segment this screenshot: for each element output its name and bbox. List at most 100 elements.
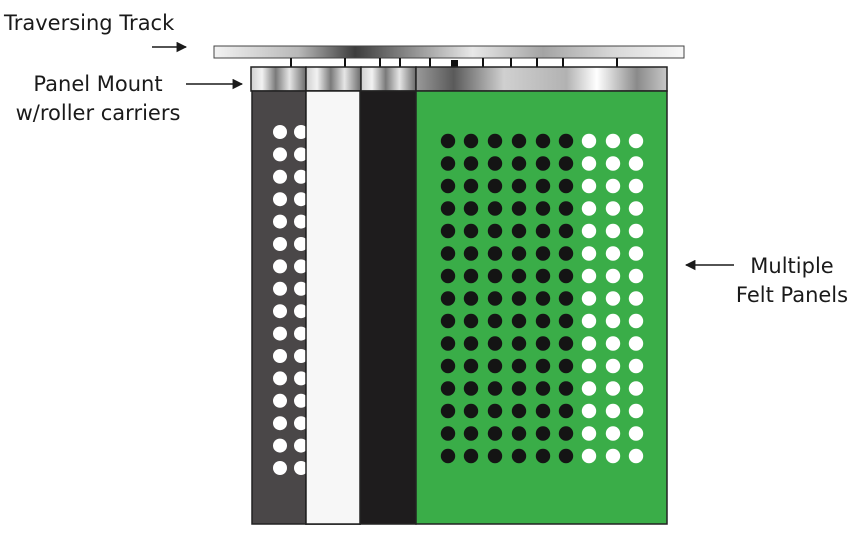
felt-hole: [605, 358, 621, 374]
felt-hole: [581, 223, 597, 239]
felt-hole: [628, 268, 644, 284]
felt-hole: [487, 223, 503, 239]
felt-hole: [294, 326, 308, 341]
felt-hole: [463, 358, 479, 374]
panel-mount-label: Panel Mount w/roller carriers: [0, 70, 196, 128]
felt-hole: [558, 381, 574, 396]
felt-hole: [463, 268, 479, 284]
felt-hole: [440, 358, 456, 374]
felt-hole: [440, 291, 456, 306]
felt-hole: [558, 268, 574, 284]
felt-hole: [294, 393, 308, 408]
green-panel-holes: [440, 133, 644, 464]
felt-hole: [463, 133, 479, 149]
felt-hole: [581, 268, 597, 284]
felt-hole: [487, 246, 503, 261]
track-carrier-block: [451, 60, 458, 68]
felt-hole: [628, 381, 644, 396]
felt-hole: [294, 371, 308, 386]
felt-hole: [605, 246, 621, 261]
felt-hole: [511, 313, 527, 329]
felt-hole: [511, 358, 527, 374]
felt-hole: [628, 201, 644, 216]
felt-hole: [487, 268, 503, 284]
felt-hole: [463, 448, 479, 464]
felt-hole: [273, 371, 287, 386]
mount-1: [250, 66, 307, 92]
felt-hole: [294, 125, 308, 139]
felt-hole: [511, 268, 527, 284]
felt-hole: [487, 313, 503, 329]
felt-hole: [535, 268, 551, 284]
felt-hole: [273, 125, 287, 139]
felt-hole: [273, 438, 287, 453]
mount-2: [305, 66, 362, 92]
felt-hole: [440, 381, 456, 396]
felt-hole: [581, 336, 597, 351]
felt-hole: [273, 326, 287, 341]
felt-hole: [605, 381, 621, 396]
felt-hole: [294, 438, 308, 453]
felt-panels-label: Multiple Felt Panels: [728, 252, 856, 310]
felt-hole: [581, 426, 597, 441]
felt-hole: [273, 416, 287, 431]
felt-hole: [581, 201, 597, 216]
felt-hole: [558, 291, 574, 306]
felt-hole: [581, 448, 597, 464]
felt-hole: [294, 147, 308, 162]
traversing-track-text: Traversing Track: [4, 11, 175, 35]
felt-hole: [440, 426, 456, 441]
felt-hole: [558, 178, 574, 194]
felt-hole: [535, 336, 551, 351]
felt-hole: [558, 313, 574, 329]
felt-hole: [463, 223, 479, 239]
white-felt-panel-front: [305, 90, 361, 525]
felt-hole: [535, 133, 551, 149]
felt-hole: [558, 358, 574, 374]
felt-hole: [463, 291, 479, 306]
felt-hole: [535, 156, 551, 171]
felt-hole: [581, 156, 597, 171]
felt-hole: [440, 313, 456, 329]
felt-hole: [294, 349, 308, 363]
felt-hole: [511, 336, 527, 351]
felt-hole: [273, 147, 287, 162]
felt-hole: [294, 416, 308, 431]
felt-hole: [605, 313, 621, 329]
felt-hole: [581, 291, 597, 306]
felt-hole: [294, 304, 308, 319]
felt-hole: [558, 133, 574, 149]
felt-hole: [581, 381, 597, 396]
felt-hole: [440, 336, 456, 351]
felt-hole: [605, 268, 621, 284]
felt-hole: [628, 246, 644, 261]
felt-hole: [535, 201, 551, 216]
dark-gray-panel-holes: [273, 125, 308, 475]
felt-hole: [558, 156, 574, 171]
felt-hole: [628, 426, 644, 441]
felt-hole: [511, 178, 527, 194]
felt-hole: [511, 133, 527, 149]
felt-hole: [487, 133, 503, 149]
felt-hole: [558, 448, 574, 464]
mount-3: [360, 66, 417, 92]
felt-hole: [440, 201, 456, 216]
felt-hole: [463, 336, 479, 351]
felt-hole: [628, 313, 644, 329]
felt-hole: [440, 156, 456, 171]
felt-hole: [511, 246, 527, 261]
felt-hole: [581, 403, 597, 419]
traversing-track-label: Traversing Track: [4, 9, 174, 38]
felt-hole: [628, 178, 644, 194]
felt-hole: [535, 448, 551, 464]
felt-hole: [605, 448, 621, 464]
felt-hole: [628, 291, 644, 306]
mount-4: [415, 66, 668, 92]
felt-hole: [581, 358, 597, 374]
felt-panels-line1: Multiple: [750, 254, 834, 278]
felt-hole: [463, 246, 479, 261]
felt-hole: [273, 214, 287, 229]
felt-hole: [463, 426, 479, 441]
felt-hole: [558, 336, 574, 351]
felt-hole: [294, 461, 308, 475]
